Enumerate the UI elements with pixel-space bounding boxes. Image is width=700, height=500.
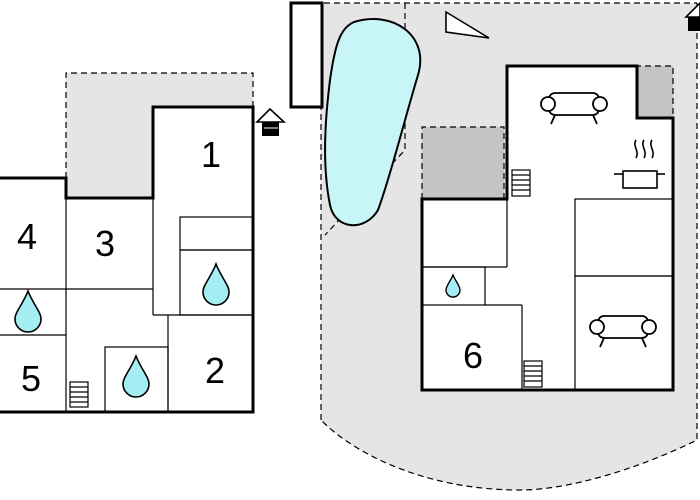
- terrace-left: [422, 127, 504, 199]
- room-6-label: 6: [463, 335, 483, 376]
- sofa-icon: [589, 315, 657, 348]
- room-3-label: 3: [95, 223, 115, 264]
- water-drop-icon: [122, 353, 150, 398]
- water-drop-icon: [14, 288, 42, 333]
- outdoor-area-left: [66, 73, 253, 198]
- water-drop-icon: [202, 261, 230, 306]
- terrace-right: [637, 66, 673, 118]
- stove-icon: [614, 139, 665, 189]
- interior-right: [422, 66, 673, 390]
- outer-walls-right: [420, 64, 675, 392]
- entrance-icon-right: [684, 1, 700, 31]
- pool-edge: [289, 1, 324, 109]
- stairs-icon: [69, 381, 89, 408]
- outer-walls-left: [0, 105, 255, 414]
- room-5-label: 5: [21, 358, 41, 399]
- interior-left: [0, 107, 253, 412]
- stairs-icon: [511, 169, 531, 197]
- room-1-label: 1: [201, 134, 221, 175]
- room-2-label: 2: [205, 350, 225, 391]
- pool-icon: [324, 17, 422, 227]
- room-4-label: 4: [17, 216, 37, 257]
- stairs-icon: [523, 360, 543, 388]
- water-drop-icon: [445, 273, 461, 298]
- sofa-icon: [540, 92, 608, 125]
- north-arrow-icon: [445, 10, 490, 39]
- entrance-icon: [255, 107, 287, 136]
